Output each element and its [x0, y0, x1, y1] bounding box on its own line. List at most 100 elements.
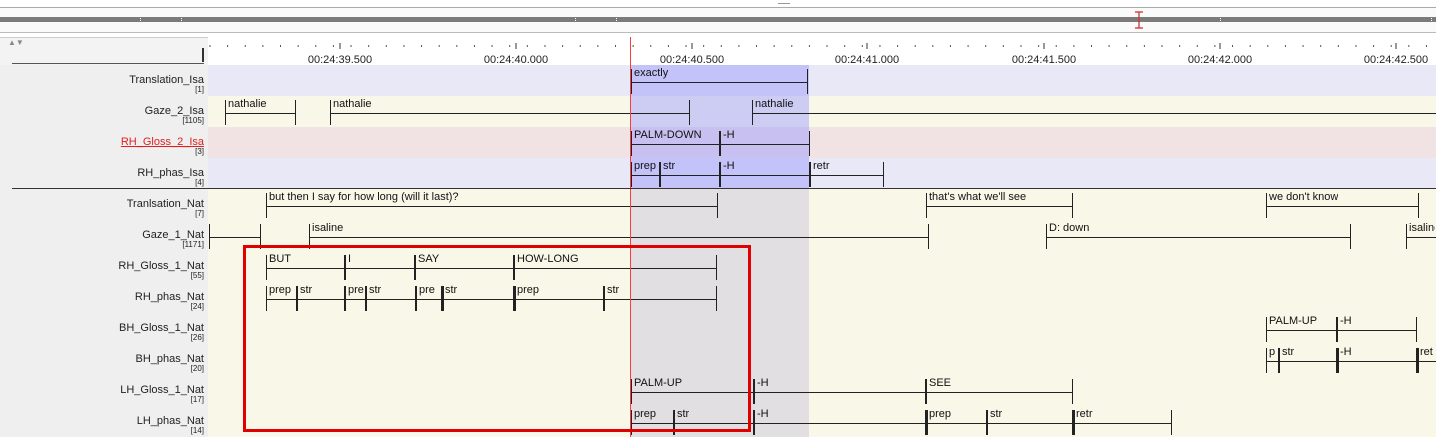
- annotation[interactable]: PALM-DOWN: [631, 127, 720, 158]
- tier-label[interactable]: RH_Gloss_1_Nat: [118, 260, 204, 272]
- annotation[interactable]: [209, 220, 261, 251]
- annotation[interactable]: str: [987, 406, 1073, 437]
- tier-row-gaze-2-isa[interactable]: [208, 96, 1436, 127]
- annotation[interactable]: SEE: [926, 375, 1073, 406]
- annotation[interactable]: str: [604, 282, 717, 313]
- annotation[interactable]: isaline: [1406, 220, 1436, 251]
- annotation[interactable]: BUT: [266, 251, 345, 282]
- tier-row-translation-isa[interactable]: [208, 65, 1436, 96]
- annotation[interactable]: I: [345, 251, 415, 282]
- annotation[interactable]: prep: [266, 282, 297, 313]
- annotation-value: but then I say for how long (will it las…: [269, 191, 459, 203]
- tier-row-rh-gloss-2-isa[interactable]: [208, 127, 1436, 158]
- annotation-boundary: [926, 193, 927, 218]
- annotation[interactable]: nathalie: [752, 96, 1436, 127]
- annotation-span-line: [754, 423, 926, 424]
- annotation[interactable]: str: [1279, 344, 1337, 375]
- overview-bar[interactable]: [0, 7, 1436, 33]
- annotation[interactable]: p: [1266, 344, 1279, 375]
- annotation-span-line: [297, 299, 345, 300]
- annotation[interactable]: PALM-UP: [1266, 313, 1337, 344]
- annotation-value: str: [300, 284, 313, 296]
- tier-label[interactable]: Gaze_2_Isa: [144, 105, 204, 117]
- annotation-boundary: [309, 224, 310, 249]
- annotation[interactable]: str: [442, 282, 514, 313]
- annotation-value: HOW-LONG: [517, 253, 579, 265]
- annotation[interactable]: nathalie: [330, 96, 690, 127]
- tier-label[interactable]: BH_phas_Nat: [135, 353, 205, 365]
- annotation[interactable]: str: [674, 406, 754, 437]
- tier-label[interactable]: Translation_Isa: [129, 74, 204, 86]
- annotation-boundary: [987, 410, 988, 435]
- tier-row-tranlsation-nat[interactable]: [208, 189, 1436, 220]
- tier-annotation-count: [14]: [190, 426, 204, 435]
- tier-row-lh-gloss-1-nat[interactable]: [208, 375, 1436, 406]
- annotation[interactable]: str: [297, 282, 345, 313]
- annotation-value: exactly: [634, 67, 669, 79]
- tier-annotation-count: [24]: [190, 302, 204, 311]
- annotation[interactable]: -H: [754, 406, 926, 437]
- annotation-value: PALM-UP: [1269, 315, 1318, 327]
- annotation-span-line: [1046, 237, 1351, 238]
- annotation[interactable]: SAY: [415, 251, 514, 282]
- tier-label[interactable]: Tranlsation_Nat: [126, 198, 204, 210]
- annotation[interactable]: HOW-LONG: [514, 251, 717, 282]
- annotation[interactable]: nathalie: [225, 96, 296, 127]
- annotation[interactable]: prep: [631, 158, 660, 189]
- annotation-span-line: [752, 113, 1436, 114]
- annotation[interactable]: pre: [345, 282, 366, 313]
- annotation[interactable]: retr: [1073, 406, 1172, 437]
- annotation-value: prep: [634, 408, 657, 420]
- annotation[interactable]: exactly: [631, 65, 808, 96]
- annotation[interactable]: -H: [720, 158, 810, 189]
- resize-handle[interactable]: [778, 3, 790, 4]
- annotation[interactable]: -H: [720, 127, 810, 158]
- annotation-boundary: [928, 224, 929, 249]
- annotation-value: -H: [1340, 315, 1352, 327]
- tier-label[interactable]: LH_phas_Nat: [136, 415, 204, 427]
- tier-label[interactable]: Gaze_1_Nat: [142, 229, 204, 241]
- annotation[interactable]: that's what we'll see: [926, 189, 1073, 220]
- tier-row-rh-phas-isa[interactable]: [208, 158, 1436, 189]
- tier-row-bh-gloss-1-nat[interactable]: [208, 313, 1436, 344]
- annotation-boundary: [344, 286, 345, 311]
- annotation[interactable]: -H: [1337, 313, 1417, 344]
- annotation[interactable]: D: down: [1046, 220, 1351, 251]
- tier-row-rh-phas-nat[interactable]: [208, 282, 1436, 313]
- annotation[interactable]: isaline: [309, 220, 929, 251]
- tier-row-bh-phas-nat[interactable]: [208, 344, 1436, 375]
- annotation-span-line: [266, 299, 297, 300]
- annotation[interactable]: str: [366, 282, 416, 313]
- annotation[interactable]: we don't know: [1266, 189, 1419, 220]
- annotation[interactable]: -H: [1337, 344, 1417, 375]
- annotation[interactable]: retr: [810, 158, 884, 189]
- annotation[interactable]: PALM-UP: [631, 375, 754, 406]
- tier-label[interactable]: LH_Gloss_1_Nat: [120, 384, 204, 396]
- annotation[interactable]: but then I say for how long (will it las…: [266, 189, 718, 220]
- annotation-span-line: [631, 144, 720, 145]
- annotation[interactable]: str: [660, 158, 720, 189]
- tier-label[interactable]: RH_Gloss_2_Isa: [120, 136, 204, 148]
- annotation-boundary: [631, 162, 632, 187]
- annotation[interactable]: pre: [416, 282, 442, 313]
- tier-annotation-count: [7]: [195, 209, 204, 218]
- tier-label[interactable]: BH_Gloss_1_Nat: [119, 322, 204, 334]
- annotation[interactable]: prep: [514, 282, 604, 313]
- tier-label[interactable]: RH_phas_Nat: [134, 291, 204, 303]
- sort-arrows-icon[interactable]: ▲▼: [8, 38, 24, 47]
- annotation-span-line: [604, 299, 717, 300]
- ruler-time-label: 00:24:41.500: [1012, 54, 1076, 65]
- annotation[interactable]: -H: [754, 375, 926, 406]
- annotation[interactable]: ret: [1417, 344, 1436, 375]
- annotation[interactable]: prep: [926, 406, 987, 437]
- tier-row-rh-gloss-1-nat[interactable]: [208, 251, 1436, 282]
- annotation-span-line: [1417, 361, 1436, 362]
- annotation-span-line: [631, 175, 660, 176]
- annotation-value: SAY: [418, 253, 440, 265]
- tier-label[interactable]: RH_phas_Isa: [137, 167, 204, 179]
- ruler-left-marker: [202, 48, 204, 62]
- annotation[interactable]: prep: [631, 406, 674, 437]
